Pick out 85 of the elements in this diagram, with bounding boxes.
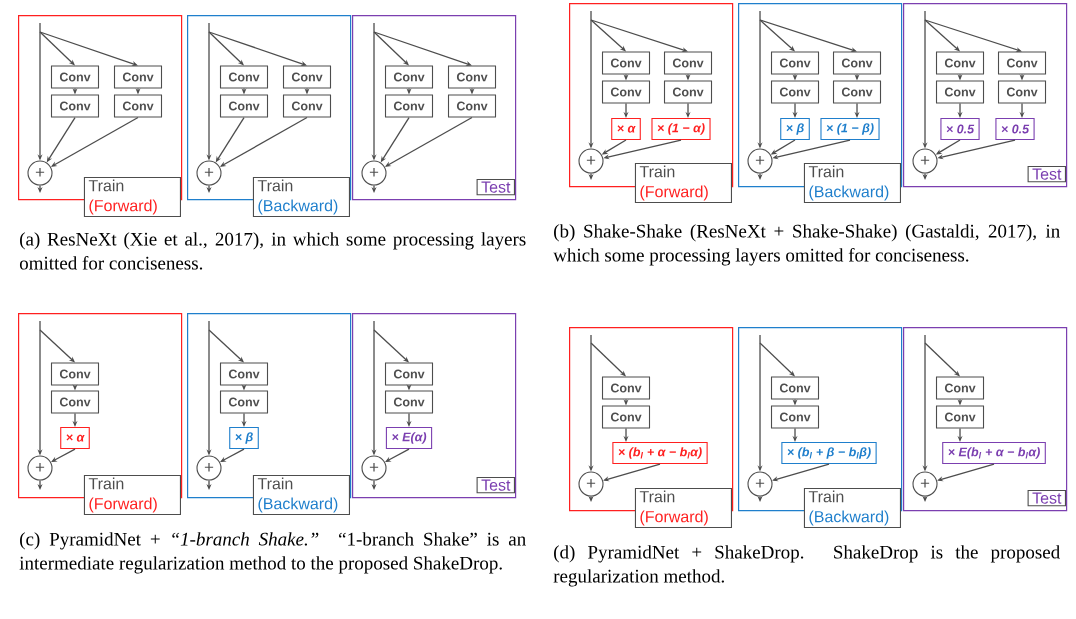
mode-label-box: Train (Backward) [803, 488, 901, 528]
conv-box: Conv [50, 362, 100, 386]
conv-box: Conv [219, 65, 269, 89]
conv-box: Conv [601, 376, 651, 400]
scale-box: × (1 − β) [820, 117, 880, 141]
arrow [924, 342, 960, 377]
conv-box: Conv [663, 51, 713, 75]
conv-box: Conv [770, 80, 820, 104]
block-frame [352, 313, 517, 499]
conv-box: Conv [50, 94, 100, 118]
scale-box: × β [229, 426, 259, 450]
conv-box: Conv [997, 80, 1047, 104]
conv-box: Conv [384, 362, 434, 386]
conv-box: Conv [113, 65, 163, 89]
conv-box: Conv [601, 80, 651, 104]
conv-box: Conv [601, 405, 651, 429]
conv-box: Conv [935, 405, 985, 429]
arrow [590, 342, 626, 377]
mode-label-box: Train (Forward) [83, 475, 181, 515]
arrow [373, 31, 409, 66]
scale-box: × E(α) [385, 426, 433, 450]
scale-box: × 0.5 [940, 117, 980, 141]
arrow [373, 31, 472, 66]
conv-box: Conv [770, 51, 820, 75]
conv-box: Conv [663, 80, 713, 104]
caption: (a) ResNeXt (Xie et al., 2017), in which some processing layers omitted for conciseness. [19, 232, 526, 270]
conv-box: Conv [384, 65, 434, 89]
arrow [590, 19, 688, 52]
conv-box: Conv [50, 65, 100, 89]
mode-label-box: Train (Backward) [803, 163, 901, 203]
conv-box: Conv [219, 94, 269, 118]
mode-label-box: Train (Backward) [252, 475, 350, 515]
arrow [208, 31, 244, 66]
conv-box: Conv [447, 65, 497, 89]
conv-box: Conv [832, 51, 882, 75]
arrow [590, 19, 626, 52]
arrow [208, 31, 307, 66]
scale-box: × E(b$_{l}$ + α − b$_{l}$α) [942, 441, 1046, 465]
conv-box: Conv [770, 405, 820, 429]
conv-box: Conv [770, 376, 820, 400]
conv-box: Conv [935, 80, 985, 104]
arrow [373, 329, 409, 363]
conv-box: Conv [601, 51, 651, 75]
conv-box: Conv [113, 94, 163, 118]
scale-box: × (b$_{l}$ + β − b$_{l}$β) [781, 441, 877, 465]
scale-box: × (1 − α) [651, 117, 711, 141]
block-frame [352, 15, 517, 201]
mode-label-box: Train (Backward) [252, 177, 350, 217]
mode-label-box: Train (Forward) [634, 163, 732, 203]
block-frame [903, 3, 1068, 188]
arrow [772, 463, 830, 482]
scale-box: × β [780, 117, 810, 141]
arrow [759, 19, 795, 52]
arrow [208, 329, 244, 363]
conv-box: Conv [935, 376, 985, 400]
conv-box: Conv [447, 94, 497, 118]
arrow [603, 463, 661, 482]
arrow [759, 19, 857, 52]
arrow [924, 19, 960, 52]
conv-box: Conv [282, 65, 332, 89]
conv-box: Conv [282, 94, 332, 118]
conv-box: Conv [832, 80, 882, 104]
arrow [924, 19, 1022, 52]
caption: (b) Shake-Shake (ResNeXt + Shake-Shake) (Gastaldi, 2017), in which some processing layers omitted for conciseness. [553, 224, 1060, 266]
mode-label-box: Train (Forward) [634, 488, 732, 528]
arrow [937, 463, 995, 482]
arrow [39, 31, 138, 66]
block-frame [903, 327, 1068, 512]
scale-box: × α [60, 426, 90, 450]
arrow [39, 329, 75, 363]
conv-box: Conv [935, 51, 985, 75]
scale-box: × α [611, 117, 641, 141]
caption: (c) PyramidNet + “1-branch Shake.” “1-branch Shake” is an intermediate regularization method to the proposed ShakeDrop. [19, 532, 526, 574]
arrow [39, 31, 75, 66]
conv-box: Conv [219, 390, 269, 414]
mode-label-box: Train (Forward) [83, 177, 181, 217]
conv-box: Conv [997, 51, 1047, 75]
conv-box: Conv [219, 362, 269, 386]
scale-box: × (b$_{l}$ + α − b$_{l}$α) [612, 441, 708, 465]
conv-box: Conv [50, 390, 100, 414]
scale-box: × 0.5 [995, 117, 1035, 141]
caption: (d) PyramidNet + ShakeDrop. ShakeDrop is the proposed regularization method. [553, 545, 1060, 587]
arrow [759, 342, 795, 377]
conv-box: Conv [384, 94, 434, 118]
conv-box: Conv [384, 390, 434, 414]
